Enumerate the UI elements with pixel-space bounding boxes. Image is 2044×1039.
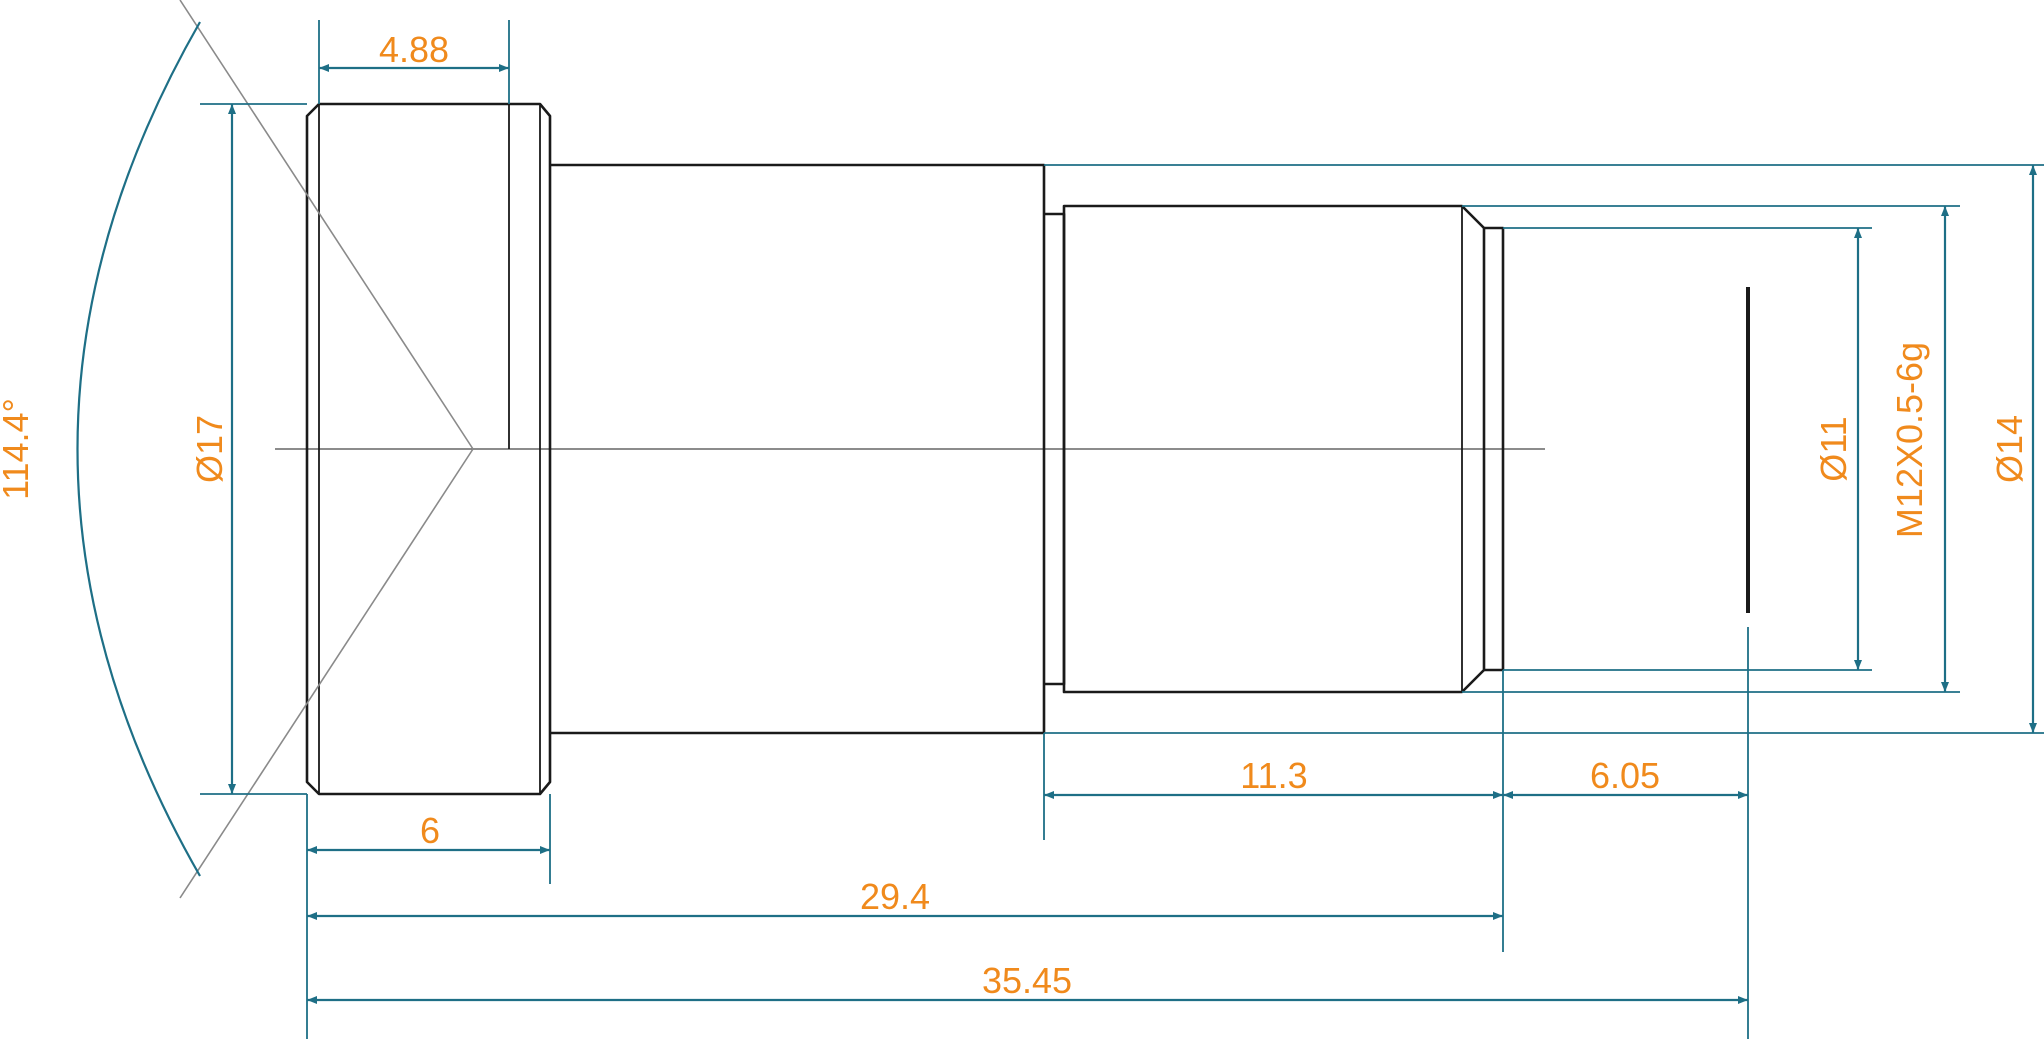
cone-line-lower — [179, 448, 474, 899]
dim-thread-spec: M12X0.5-6g — [1462, 205, 1960, 693]
dim-cone-angle: 114.4° — [0, 21, 201, 877]
dim-head-length: 4.88 — [318, 20, 510, 104]
thread-tip — [1484, 226, 1505, 672]
dim-shank-diameter: Ø14 — [1044, 164, 2044, 734]
bolt-shank — [550, 163, 1046, 735]
dim-text-shank-diameter: Ø14 — [1989, 415, 2030, 483]
dim-text-thread-spec: M12X0.5-6g — [1889, 342, 1930, 538]
dim-thread-length: 11.3 — [1043, 670, 1504, 952]
dim-text-minor-diameter: Ø11 — [1813, 416, 1854, 481]
dim-overall-length: 35.45 — [307, 960, 1748, 1004]
dim-text-head-diameter: Ø17 — [189, 415, 230, 483]
dim-head-diameter: Ø17 — [189, 103, 307, 795]
dim-text-head-width: 6 — [420, 810, 440, 851]
dim-text-thread-length: 11.3 — [1240, 755, 1307, 796]
dimensions: 4.88 Ø17 114.4° 6 11.3 — [0, 20, 2044, 1039]
dim-text-tip-length: 6.05 — [1590, 755, 1660, 796]
cone-line-upper — [179, 0, 474, 450]
dim-shoulder-to-chamfer: 29.4 — [307, 876, 1503, 920]
part-geometry — [179, 0, 1750, 899]
dim-text-head-length: 4.88 — [379, 29, 449, 70]
dim-minor-diameter: Ø11 — [1503, 227, 1872, 671]
dim-text-cone-angle: 114.4° — [0, 398, 36, 500]
dim-text-overall-length: 35.45 — [982, 960, 1072, 1001]
dim-tip-length: 6.05 — [1503, 627, 1749, 1039]
dim-text-shoulder-to-chamfer: 29.4 — [860, 876, 930, 917]
